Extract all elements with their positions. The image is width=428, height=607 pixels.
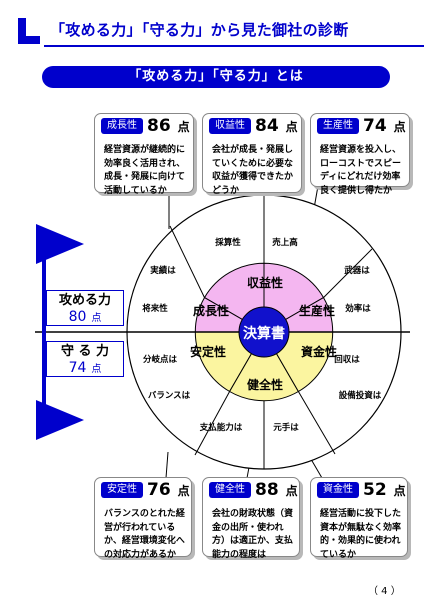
defend-power-label: 守 る 力 bbox=[60, 344, 110, 359]
title-bar: 「攻める力」「守る力」から見た御社の診断 bbox=[14, 12, 424, 48]
title-bullet-icon bbox=[18, 18, 42, 44]
outer-label-bunkiten: 分岐点は bbox=[143, 354, 178, 365]
outer-label-motode: 元手は bbox=[273, 422, 299, 433]
segment-health bbox=[228, 331, 300, 402]
attack-power-label: 攻める力 bbox=[58, 293, 111, 308]
box-growth-tag: 成長性 bbox=[101, 118, 143, 134]
leader-stable bbox=[165, 451, 169, 479]
label-product: 生産性 bbox=[299, 303, 335, 318]
outer-label-kaishuu: 回収は bbox=[334, 354, 360, 365]
label-fund: 資金性 bbox=[301, 344, 337, 359]
label-health: 健全性 bbox=[247, 377, 283, 392]
page-title: 「攻める力」「守る力」から見た御社の診断 bbox=[50, 21, 349, 39]
radial-se bbox=[297, 391, 336, 455]
outer-label-kouritsu: 効率は bbox=[345, 303, 371, 314]
box-health-tag: 健全性 bbox=[209, 482, 251, 498]
label-stable: 安定性 bbox=[190, 344, 226, 359]
box-growth-desc: 経営資源が継続的に効率良く活用され、成長・発展に向けて活動しているか bbox=[104, 145, 186, 196]
section-banner: 「攻める力」「守る力」とは bbox=[42, 66, 390, 88]
box-fund-desc: 経営活動に投下した資本が無駄なく効率的・効果的に使われているか bbox=[320, 509, 402, 560]
outer-label-setsubi: 設備投資は bbox=[339, 390, 382, 401]
box-product-tag: 生産性 bbox=[317, 118, 359, 134]
outer-label-jisseki: 実績は bbox=[150, 265, 176, 276]
box-profit-tag: 収益性 bbox=[209, 118, 251, 134]
outer-label-shiharai: 支払能力は bbox=[199, 422, 243, 433]
page-number: （ 4 ） bbox=[368, 586, 401, 597]
label-profit: 収益性 bbox=[247, 275, 283, 290]
radial-sw bbox=[194, 391, 231, 456]
outer-label-uriagedaka: 売上高 bbox=[271, 237, 298, 248]
center-circle bbox=[238, 306, 290, 358]
radial-ne bbox=[323, 248, 373, 298]
box-fund-tag: 資金性 bbox=[317, 482, 359, 498]
outer-label-balance: バランスは bbox=[148, 390, 191, 401]
box-stable-tag: 安定性 bbox=[101, 482, 143, 498]
box-product-desc: 経営資源を投入し、ローコストでスピーディにどれだけ効率良く提供し得たか bbox=[320, 145, 402, 196]
center-label: 決算書 bbox=[243, 325, 285, 342]
outer-label-buki: 武器は bbox=[344, 265, 370, 276]
title-underline bbox=[44, 45, 424, 47]
outer-label-shouraisei: 将来性 bbox=[142, 303, 168, 314]
box-stable-desc: バランスのとれた経営が行われているか、経営環境変化への対応力があるか bbox=[104, 509, 185, 560]
box-health-desc: 会社の財政状態（資金の出所・使われ方）は適正か、支払能力の程度は bbox=[212, 509, 294, 560]
outer-label-saiyousei: 採算性 bbox=[215, 237, 241, 248]
label-growth: 成長性 bbox=[193, 303, 229, 318]
box-profit-desc: 会社が成長・発展していくために必要な収益が獲得できたかどうか bbox=[212, 145, 294, 196]
radial-nw bbox=[169, 225, 205, 298]
